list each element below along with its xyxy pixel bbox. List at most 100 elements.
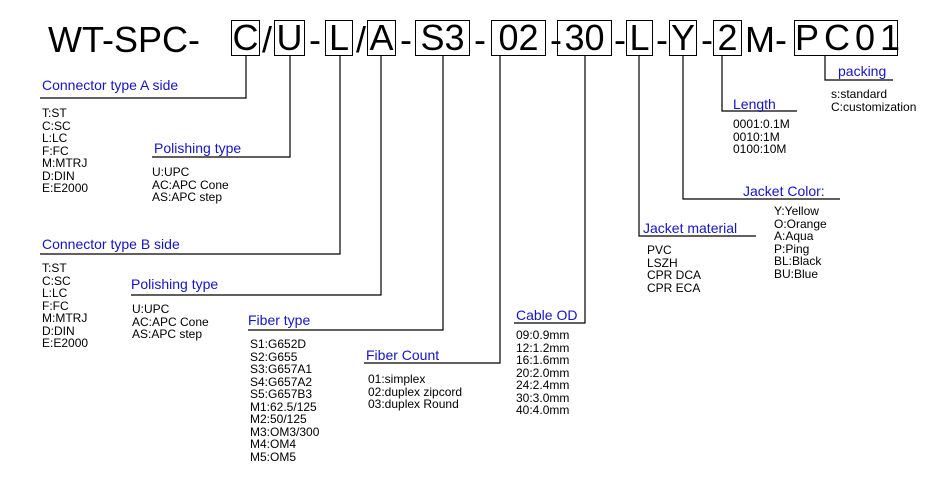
polishing-a-options: U:UPC AC:APC Cone AS:APC step [152,166,229,204]
option-item: BU:Blue [774,266,819,281]
option-item: 0010:1M [733,129,780,144]
option-item: 24:2.4mm [516,378,570,392]
connector-a-options: T:ST C:SC L:LC F:FC M:MTRJ D:DIN E:E2000 [42,107,88,195]
polishing-b-leader-line [131,56,382,296]
code-separator: - [474,19,486,60]
option-item: PVC [647,243,672,257]
fiber-type-title: Fiber type [248,312,311,328]
option-item: LSZH [647,255,678,270]
option-item: S4:G657A2 [250,374,313,389]
connector-a-title: Connector type A side [42,77,179,93]
option-item: D:DIN [42,168,75,183]
option-item: M1:62.5/125 [250,399,317,414]
code-separator: - [309,19,321,60]
jacket-color-options: Y:Yellow O:Orange A:Aqua P:Ping BL:Black… [774,205,827,280]
code-box-polishing-b: A [367,20,396,56]
option-item: C:SC [42,118,71,133]
cable-od-title: Cable OD [516,307,578,323]
option-item: M4:OM4 [250,437,297,451]
jacket-color-leader-line [682,56,840,200]
option-item: Y:Yellow [774,204,819,218]
fiber-type-options: S1:G652D S2:G655 S3:G657A1 S4:G657A2 S5:… [250,338,319,463]
option-item: M5:OM5 [250,449,297,464]
code-box-connector-b: L [325,20,353,56]
option-item: F:FC [42,298,69,313]
code-separator: - [400,19,412,60]
option-item: 12:1.2mm [516,340,570,355]
option-item: T:ST [42,106,67,120]
fiber-type-leader-line [248,56,444,331]
code-box-jacket-material: L [626,20,653,56]
code-box-polishing-a: U [274,20,305,56]
option-item: CPR DCA [647,268,702,282]
option-item: 30:3.0mm [516,390,570,405]
option-item: A:Aqua [774,229,814,243]
fiber-count-options: 01:simplex 02:duplex zipcord 03:duplex R… [368,373,462,411]
polishing-a-title: Polishing type [154,140,242,156]
option-item: M:MTRJ [42,311,88,325]
code-suffix: M- [745,19,787,60]
packing-title: packing [838,63,887,79]
option-item: CPR ECA [647,280,701,295]
option-item: E:E2000 [42,336,89,350]
option-item: S2:G655 [250,349,298,364]
option-item: 0001:0.1M [733,117,790,131]
option-item: AC:APC Cone [132,314,209,329]
option-item: C:customization [831,99,917,114]
option-item: S3:G657A1 [250,362,313,376]
length-title: Length [733,96,776,112]
jacket-material-title: Jacket material [643,220,738,236]
length-options: 0001:0.1M 0010:1M 0100:10M [733,118,790,156]
connector-b-leader-line [40,56,341,255]
connector-b-options: T:ST C:SC L:LC F:FC M:MTRJ D:DIN E:E2000 [42,262,88,350]
option-item: 09:0.9mm [516,328,570,342]
code-box-cable-od: 30 [557,20,612,56]
polishing-b-title: Polishing type [131,276,219,292]
option-item: S5:G657B3 [250,387,313,401]
polishing-b-options: U:UPC AC:APC Cone AS:APC step [132,303,209,341]
option-item: P:Ping [774,241,810,256]
cable-od-leader-line [514,56,586,324]
option-item: U:UPC [152,165,190,179]
code-box-fiber-type: S3 [415,20,470,56]
fiber-count-title: Fiber Count [366,347,440,363]
option-item: F:FC [42,143,69,158]
connector-b-title: Connector type B side [42,236,180,252]
option-item: 40:4.0mm [516,403,570,417]
option-item: AS:APC step [132,327,203,341]
option-item: AC:APC Cone [152,177,229,192]
part-number-code: WT-SPC- C / U - L / A - S3 - 02 - 30 - L… [0,0,948,60]
option-item: L:LC [42,286,68,300]
option-item: M:MTRJ [42,156,88,170]
code-separator: / [262,19,273,60]
jacket-material-leader-line [638,56,756,237]
option-item: T:ST [42,261,67,275]
option-item: BL:Black [774,254,822,268]
option-item: D:DIN [42,323,75,338]
code-box-length: 2 [713,20,742,56]
option-item: U:UPC [132,302,170,316]
code-separator: - [656,19,668,60]
option-item: M2:50/125 [250,412,307,426]
code-box-packing: PC01 [794,17,906,58]
option-item: E:E2000 [42,181,89,195]
packing-options: s:standard C:customization [831,88,916,113]
option-item: C:SC [42,273,71,288]
code-separator: - [550,19,562,60]
option-item: 0100:10M [733,142,787,156]
code-box-jacket-color: Y [669,17,697,58]
option-item: S1:G652D [250,337,307,351]
jacket-material-options: PVC LSZH CPR DCA CPR ECA [647,244,701,294]
fiber-count-leader-line [364,56,501,364]
length-leader-line [721,56,797,112]
code-separator: - [614,19,626,60]
code-separator: - [701,19,713,60]
packing-leader-line [824,56,893,81]
option-item: s:standard [831,87,888,101]
code-box-fiber-count: 02 [491,20,546,56]
option-item: M3:OM3/300 [250,424,320,439]
code-box-connector-a: C [231,17,260,58]
cable-od-options: 09:0.9mm 12:1.2mm 16:1.6mm 20:2.0mm 24:2… [516,329,569,417]
